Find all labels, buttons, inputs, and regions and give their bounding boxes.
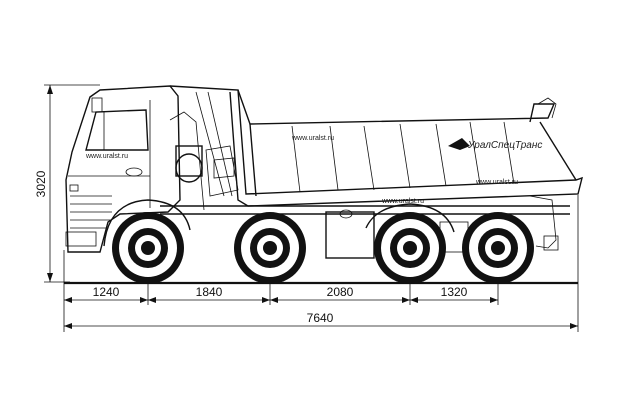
wheel-2 <box>234 212 306 284</box>
dim-1840-label: 1840 <box>196 285 223 299</box>
wheel-4 <box>462 212 534 284</box>
cab: www.uralst.ru <box>65 85 181 253</box>
dim-1320-label: 1320 <box>441 285 468 299</box>
logo-icon <box>448 138 470 150</box>
wheel-3 <box>374 212 446 284</box>
dim-2080-label: 2080 <box>327 285 354 299</box>
dump-body: www.uralst.ru www.uralst.ru УралСпецТран… <box>169 85 583 207</box>
overall-length-label: 7640 <box>307 311 334 325</box>
height-dimension: 3020 <box>34 84 100 283</box>
chassis-website-text: www.uralst.ru <box>381 198 424 205</box>
body-website-bottom-text: www.uralst.ru <box>475 179 518 186</box>
front-fender <box>103 199 191 247</box>
body-website-top-text: www.uralst.ru <box>291 135 334 142</box>
overall-height-label: 3020 <box>34 170 48 197</box>
wheel-1 <box>112 212 184 284</box>
dim-1240-label: 1240 <box>93 285 120 299</box>
cab-website-text: www.uralst.ru <box>85 153 128 160</box>
rear-fender <box>365 203 455 233</box>
company-logo-text: УралСпецТранс <box>467 140 542 151</box>
overall-length-dimension: 7640 <box>64 311 578 329</box>
